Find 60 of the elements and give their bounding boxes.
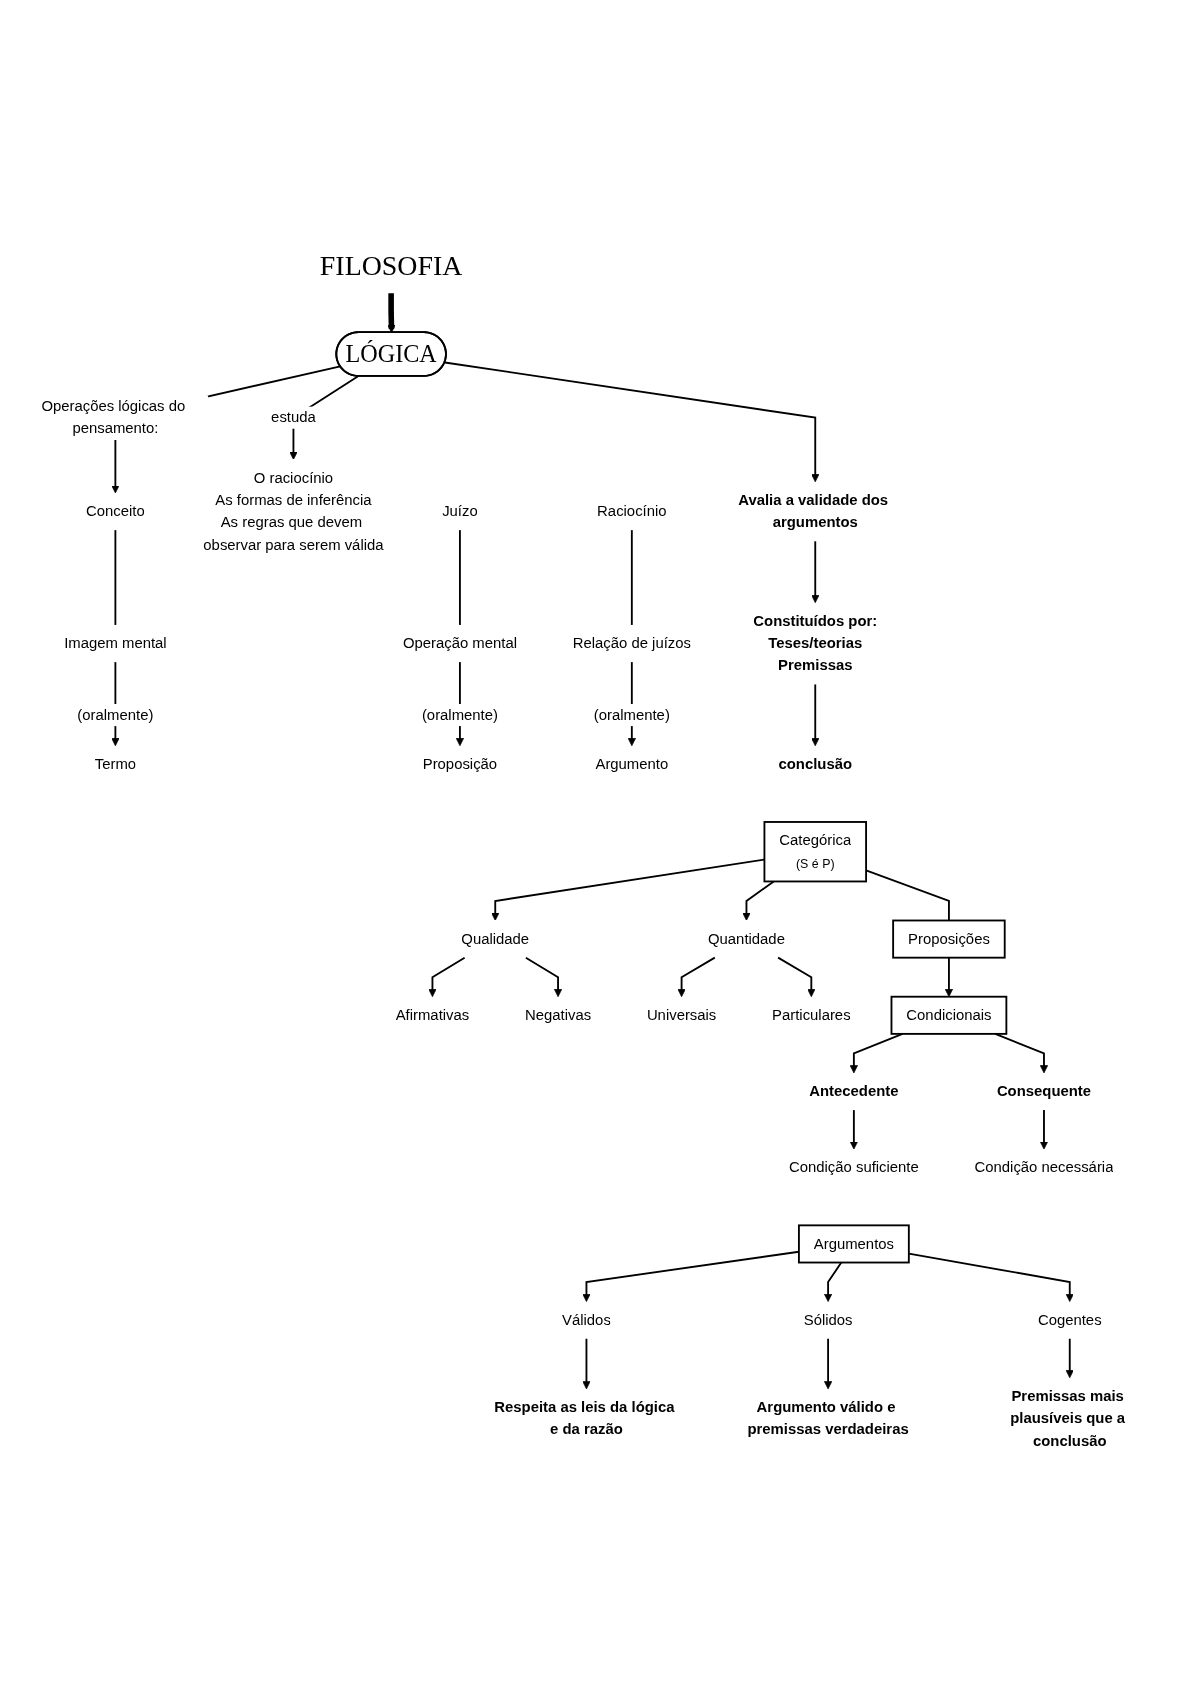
node-text: Universais <box>646 1006 717 1023</box>
node-text: Válidos <box>562 1311 611 1328</box>
connector <box>459 529 461 626</box>
arrow <box>524 956 563 998</box>
arrow <box>1065 1337 1074 1379</box>
node-text: FILOSOFIA <box>319 249 463 281</box>
arrow <box>777 956 816 998</box>
arrow <box>428 956 466 998</box>
arrow <box>1039 1109 1049 1150</box>
node-text: Conceito <box>86 503 145 519</box>
arrow <box>849 1032 904 1074</box>
arrow <box>742 880 775 921</box>
node-text: Premissas mais plausíveis que a conclusão <box>1010 1388 1126 1449</box>
arrow <box>824 1261 843 1302</box>
node-box: Argumentos <box>798 1224 910 1264</box>
node-box: Categórica (S é P) <box>763 821 867 883</box>
node-text: Sólidos <box>803 1311 853 1328</box>
edge-label: (oralmente) <box>77 706 154 723</box>
arrow <box>582 1337 591 1390</box>
arrow <box>443 361 820 483</box>
node-text: conclusão <box>778 755 853 772</box>
node-text: Operação mental <box>402 635 517 651</box>
connector <box>630 529 633 626</box>
node-text: Quantidade <box>708 930 785 947</box>
node-text: Juízo <box>442 503 478 519</box>
arrow <box>387 293 396 333</box>
node-text: Argumento válido e premissas verdadeiras <box>747 1399 909 1438</box>
node-text: Afirmativas <box>395 1006 470 1023</box>
node-text: Particulares <box>772 1006 851 1023</box>
arrow <box>849 1109 858 1150</box>
edge-label: estuda <box>271 409 316 426</box>
node-text: Negativas <box>524 1006 592 1023</box>
arrow <box>944 956 953 998</box>
arrow <box>994 1032 1049 1074</box>
node-text: O raciocínio As formas de inferência As regras que devem observar para serem válida <box>203 469 384 553</box>
node-text: Raciocínio <box>597 503 667 519</box>
node-text: Condição suficiente <box>788 1159 919 1176</box>
arrow <box>824 1337 833 1390</box>
edge-label: (oralmente) <box>593 706 670 723</box>
node-text: Avalia a validade dos argumentos <box>738 492 889 531</box>
node-text: Relação de juízos <box>572 635 691 651</box>
node-box: Proposições <box>892 919 1006 959</box>
node-text: Termo <box>94 755 137 772</box>
edge-label: Operações lógicas do pensamento: <box>41 398 186 437</box>
edge-label: (oralmente) <box>421 706 498 723</box>
node-text: Consequente <box>996 1083 1092 1099</box>
node-text: Respeita as leis da lógica e da razão <box>494 1399 675 1438</box>
node-text: Imagem mental <box>64 635 167 651</box>
node-text: Argumento <box>595 755 669 772</box>
node-text: Proposição <box>422 755 498 772</box>
arrow <box>677 956 716 998</box>
node-text: Condição necessária <box>974 1159 1114 1176</box>
connector <box>114 529 117 626</box>
arrow <box>811 540 820 603</box>
node-text: Qualidade <box>461 930 530 947</box>
node-text: Cogentes <box>1037 1311 1102 1328</box>
node-text: Constituídos por: Teses/teorias Premissas <box>753 612 878 674</box>
node-text: Antecedente <box>809 1083 899 1099</box>
node-box: Condicionais <box>890 995 1008 1035</box>
arrow <box>811 683 820 747</box>
